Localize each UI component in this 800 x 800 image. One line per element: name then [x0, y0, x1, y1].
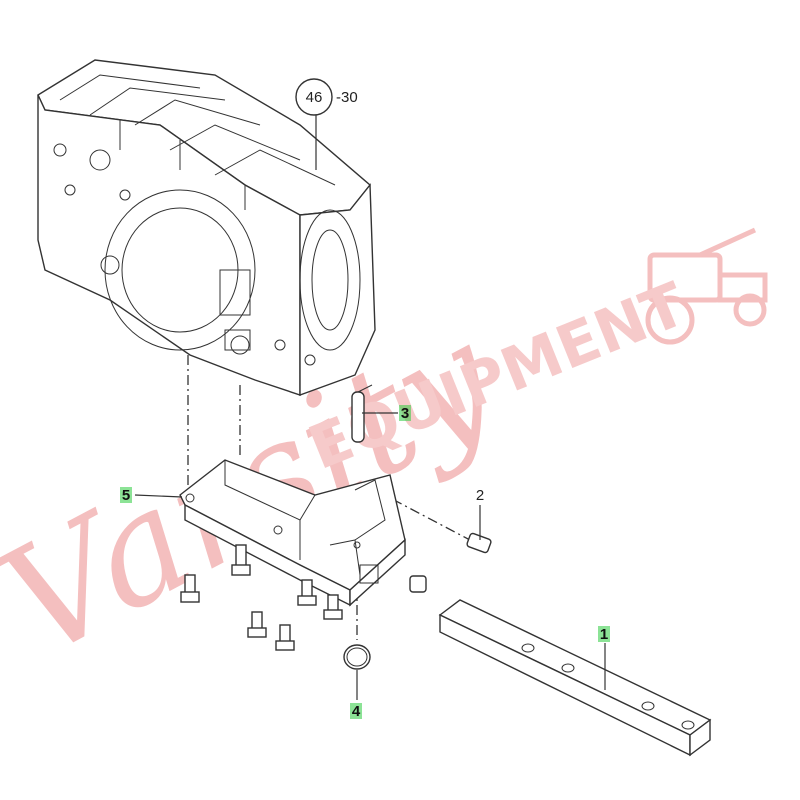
callout-1[interactable]: 1: [598, 626, 610, 643]
o-ring-part: [343, 644, 371, 670]
mounting-bolts: [180, 544, 427, 651]
callout-4-highlight: [350, 703, 362, 719]
callout-46-circle: [295, 78, 333, 116]
callout-5[interactable]: 5: [120, 487, 132, 504]
transmission-case: [37, 59, 376, 396]
callout-3[interactable]: 3: [399, 405, 411, 422]
bar-part: [438, 599, 712, 757]
callout-1-number: 1: [600, 626, 608, 643]
callout-5-highlight: [120, 487, 132, 503]
tractor-icon: [645, 227, 768, 345]
callout-2-number: 2: [476, 487, 484, 504]
callout-2[interactable]: 2: [476, 487, 484, 504]
callout-46-suffix: -30: [336, 89, 358, 106]
callout-4-number: 4: [352, 703, 361, 720]
leader-lines: [134, 114, 606, 700]
callout-5-number: 5: [122, 487, 130, 504]
callout-46-number: 46: [306, 89, 323, 106]
callout-3-number: 3: [401, 405, 409, 422]
callout-1-highlight: [598, 626, 610, 642]
callout-4[interactable]: 4: [350, 703, 362, 720]
pin-part: [351, 384, 373, 443]
callout-3-highlight: [399, 405, 411, 421]
bolt-part: [466, 532, 492, 554]
callout-46[interactable]: 46 -30: [295, 78, 358, 116]
